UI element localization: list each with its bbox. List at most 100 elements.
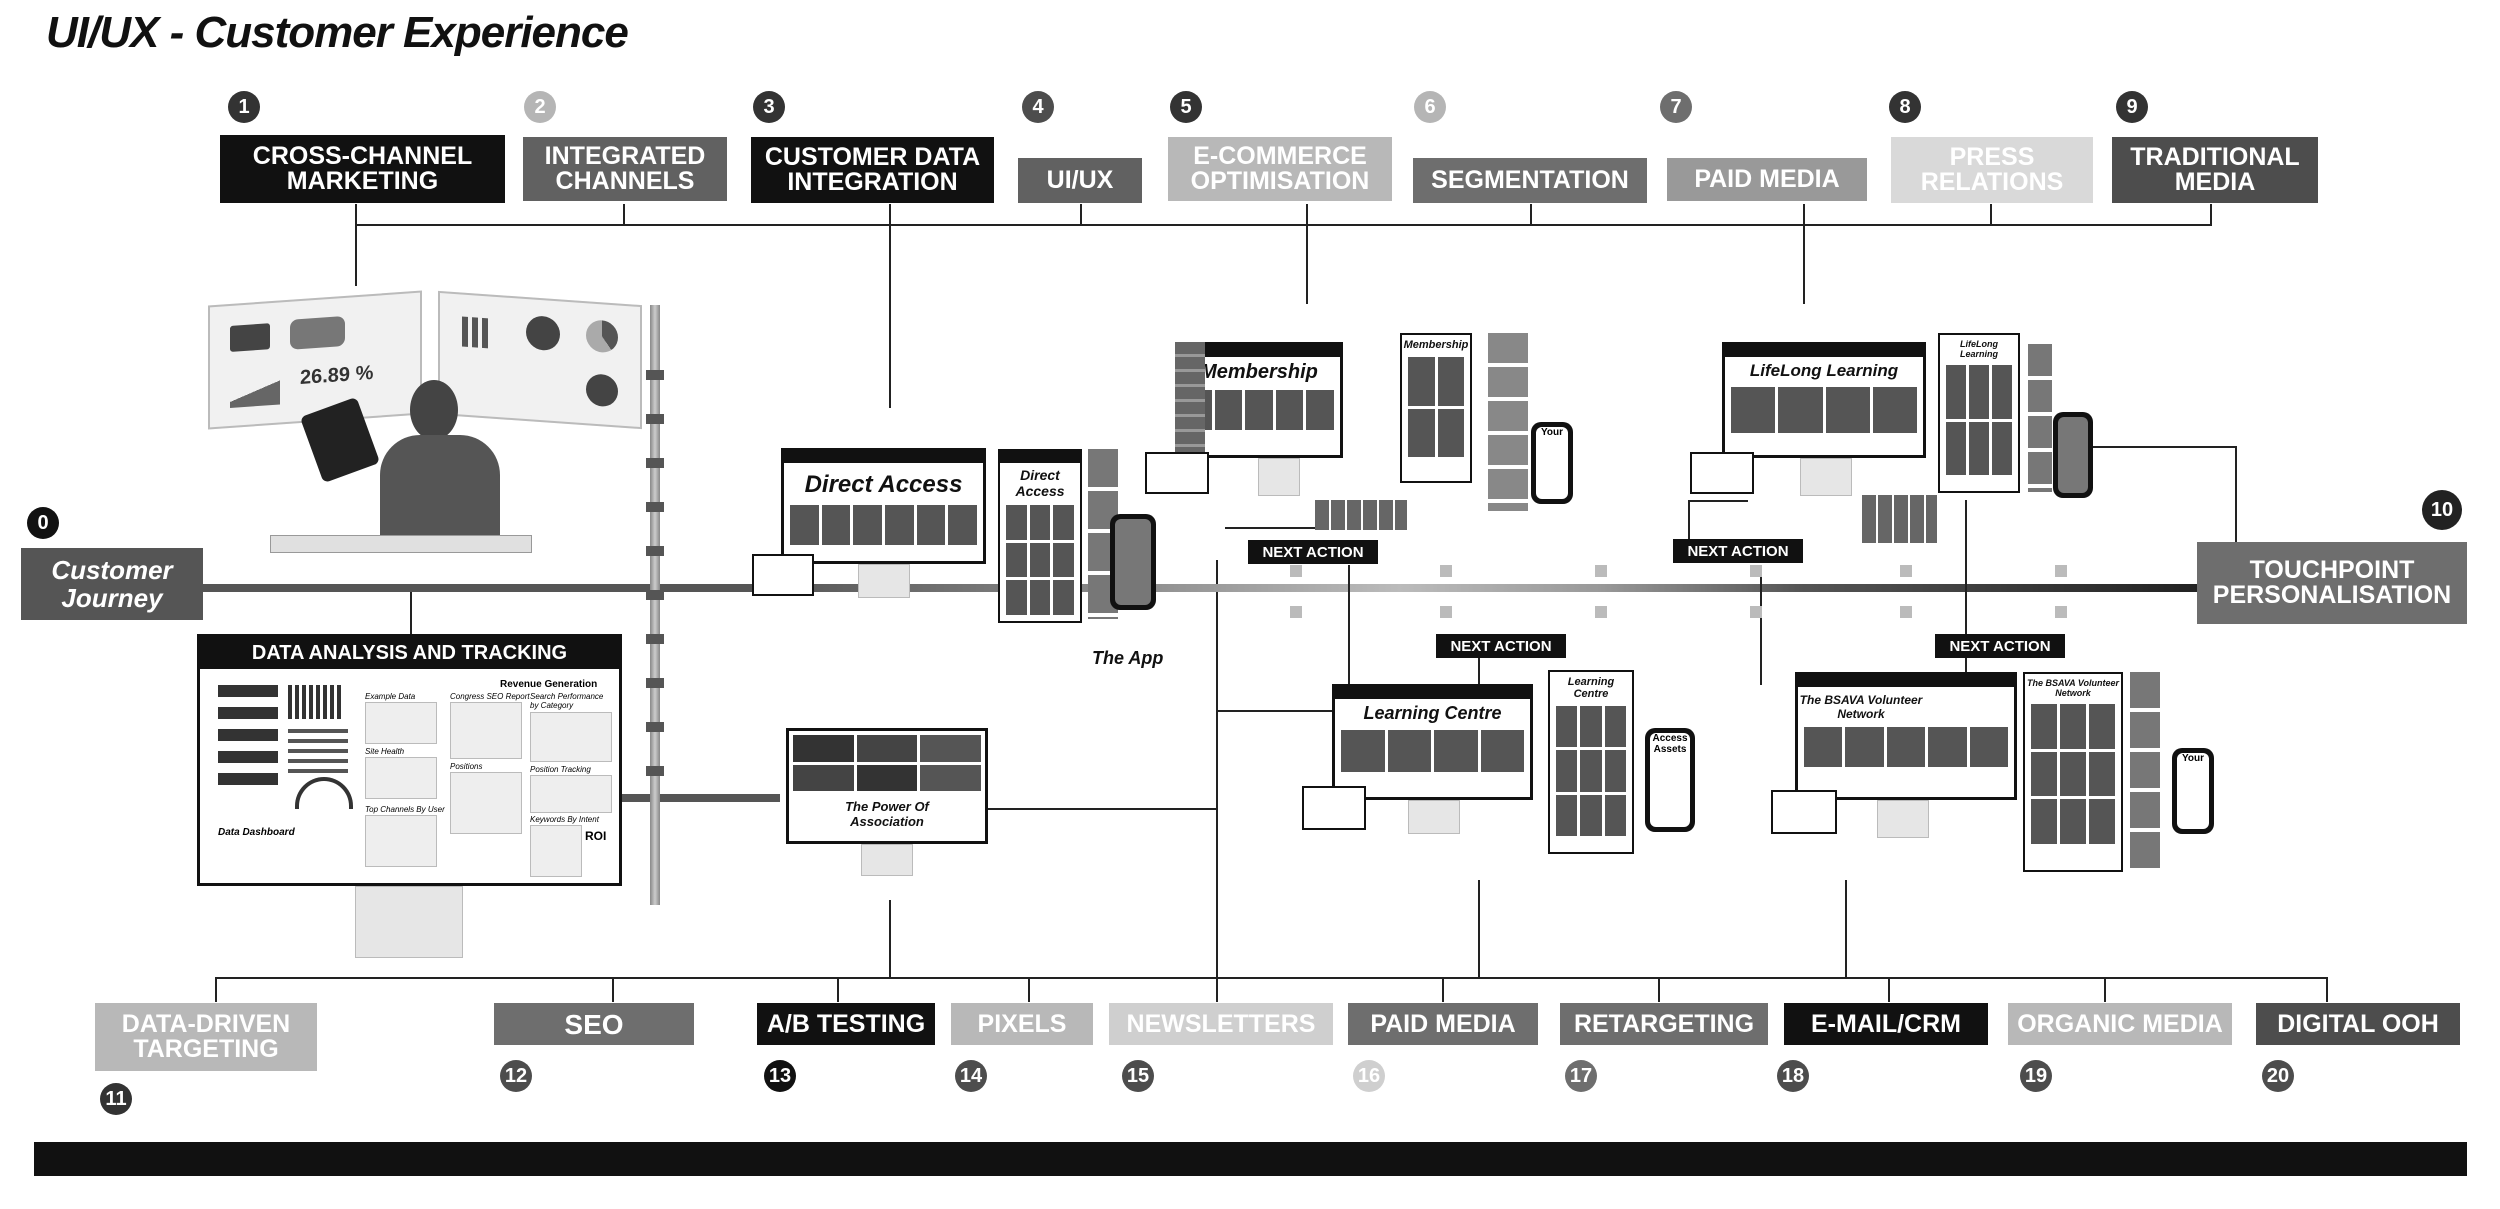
bottom-label-pixels[interactable]: PIXELS <box>951 1003 1093 1045</box>
power-association-monitor: The Power Of Association <box>786 728 988 844</box>
flow-g <box>1688 500 1748 502</box>
lifelong-stand <box>1800 458 1852 496</box>
customer-journey-label[interactable]: Customer Journey <box>21 548 203 620</box>
data-dashboard-monitor: DATA ANALYSIS AND TRACKING Revenue Gener… <box>197 634 622 886</box>
keywords-label: Keywords By Intent <box>530 815 599 824</box>
bottom-up-2 <box>1216 560 1218 978</box>
top-label-ecommerce[interactable]: E-COMMERCE OPTIMISATION <box>1168 137 1392 201</box>
bottom-rise-8 <box>1888 977 1890 1002</box>
journey-marker <box>1595 565 1607 577</box>
briefcase-icon <box>586 373 618 408</box>
top-label-uiux[interactable]: UI/UX <box>1018 158 1142 203</box>
journey-marker <box>1440 606 1452 618</box>
journey-marker <box>1900 565 1912 577</box>
next-action-badge-4: NEXT ACTION <box>1935 634 2065 658</box>
bottom-rise-9 <box>2104 977 2106 1002</box>
bottom-up-3 <box>1478 880 1480 978</box>
top-number-9: 9 <box>2116 91 2148 123</box>
membership-side-panel <box>1175 342 1205 458</box>
bottom-label-organic-media[interactable]: ORGANIC MEDIA <box>2008 1003 2232 1045</box>
bottom-label-paid-media[interactable]: PAID MEDIA <box>1348 1003 1538 1045</box>
person-figure <box>299 380 510 550</box>
flow-f <box>1688 500 1690 560</box>
report-panel-3 <box>365 815 437 867</box>
journey-marker <box>1900 606 1912 618</box>
lifelong-tablet: LifeLong Learning <box>1938 333 2020 493</box>
bottom-number-19: 19 <box>2020 1060 2052 1092</box>
bottom-label-retargeting[interactable]: RETARGETING <box>1560 1003 1768 1045</box>
desk <box>270 535 532 553</box>
your-app-phone-1: Your <box>1531 422 1573 504</box>
bottom-label-seo[interactable]: SEO <box>494 1003 694 1045</box>
top-drop-6 <box>1530 204 1532 226</box>
top-connector <box>355 224 2212 226</box>
bottom-label-newsletters[interactable]: NEWSLETTERS <box>1109 1003 1333 1045</box>
touchpoint-personalisation-label[interactable]: TOUCHPOINT PERSONALISATION <box>2197 542 2467 624</box>
bottom-up-1 <box>889 900 891 978</box>
learning-centre-stand <box>1408 800 1460 834</box>
top-drop-5 <box>1306 204 1308 304</box>
flow-h <box>1760 565 1762 685</box>
volunteer-monitor: The BSAVA Volunteer Network <box>1795 672 2017 800</box>
flow-b <box>985 808 1217 810</box>
bottom-label-data-driven[interactable]: DATA-DRIVEN TARGETING <box>95 1003 317 1071</box>
top-drop-8 <box>1990 204 1992 226</box>
top-number-8: 8 <box>1889 91 1921 123</box>
flow-i <box>1965 500 1967 680</box>
top-label-press[interactable]: PRESS RELATIONS <box>1891 137 2093 203</box>
top-label-integrated[interactable]: INTEGRATED CHANNELS <box>523 137 727 201</box>
positions-label: Positions <box>450 762 483 771</box>
lifelong-laptop <box>1690 452 1754 494</box>
end-number: 10 <box>2422 490 2462 530</box>
bottom-number-11: 11 <box>100 1083 132 1115</box>
bottom-connector <box>215 977 2328 979</box>
direct-access-monitor: Direct Access <box>781 448 986 564</box>
report-panel-7 <box>530 775 612 813</box>
membership-strip <box>1488 333 1528 511</box>
lifelong-phone <box>2053 412 2093 498</box>
top-label-cross-channel[interactable]: CROSS-CHANNEL MARKETING <box>220 135 505 203</box>
page-title: UI/UX - Customer Experience <box>46 8 629 57</box>
volunteer-tablet-title: The BSAVA Volunteer Network <box>2026 678 2119 698</box>
lifelong-monitor: LifeLong Learning <box>1722 342 1926 458</box>
flow-c <box>1225 527 1320 529</box>
direct-access-laptop <box>752 554 814 596</box>
top-number-1: 1 <box>228 91 260 123</box>
learning-centre-tablet-title: Learning Centre <box>1567 676 1615 700</box>
top-label-traditional[interactable]: TRADITIONAL MEDIA <box>2112 137 2318 203</box>
bottom-number-15: 15 <box>1122 1060 1154 1092</box>
top-drop-7 <box>1803 204 1805 304</box>
mini-area-charts <box>218 685 278 795</box>
top-label-paid-media[interactable]: PAID MEDIA <box>1667 158 1867 201</box>
direct-access-tablet: Direct Access <box>998 449 1082 623</box>
top-number-7: 7 <box>1660 91 1692 123</box>
volunteer-stand <box>1877 800 1929 838</box>
bottom-label-email-crm[interactable]: E-MAIL/CRM <box>1784 1003 1988 1045</box>
lifelong-title: LifeLong Learning <box>1749 361 1899 380</box>
access-assets-text: Access Assets <box>1650 733 1690 827</box>
top-label-segmentation[interactable]: SEGMENTATION <box>1413 158 1647 203</box>
learning-centre-title: Learning Centre <box>1363 703 1502 723</box>
top-channels-label: Top Channels By User <box>365 805 445 814</box>
bottom-number-12: 12 <box>500 1060 532 1092</box>
report-panel-5 <box>450 772 522 834</box>
direct-access-stand <box>858 564 910 598</box>
bottom-label-ab-testing[interactable]: A/B TESTING <box>757 1003 935 1045</box>
bar-chart-icon <box>462 316 492 349</box>
seo-report-label: Congress SEO Report <box>450 692 530 701</box>
pie-chart-icon <box>586 319 618 354</box>
journey-line <box>200 584 2200 592</box>
learning-centre-tablet: Learning Centre <box>1548 670 1634 854</box>
membership-laptop <box>1145 452 1209 494</box>
example-data-label: Example Data <box>365 692 416 701</box>
top-label-customer-data[interactable]: CUSTOMER DATA INTEGRATION <box>751 137 994 203</box>
top-number-2: 2 <box>524 91 556 123</box>
bottom-number-13: 13 <box>764 1060 796 1092</box>
flow-j <box>2075 446 2235 448</box>
bottom-label-digital-ooh[interactable]: DIGITAL OOH <box>2256 1003 2460 1045</box>
bottom-rise-3 <box>837 977 839 1002</box>
bottom-rise-10 <box>2326 977 2328 1002</box>
your-app-text-2: Your <box>2177 753 2209 829</box>
dashboard-stand <box>355 886 463 958</box>
journey-marker <box>1290 565 1302 577</box>
